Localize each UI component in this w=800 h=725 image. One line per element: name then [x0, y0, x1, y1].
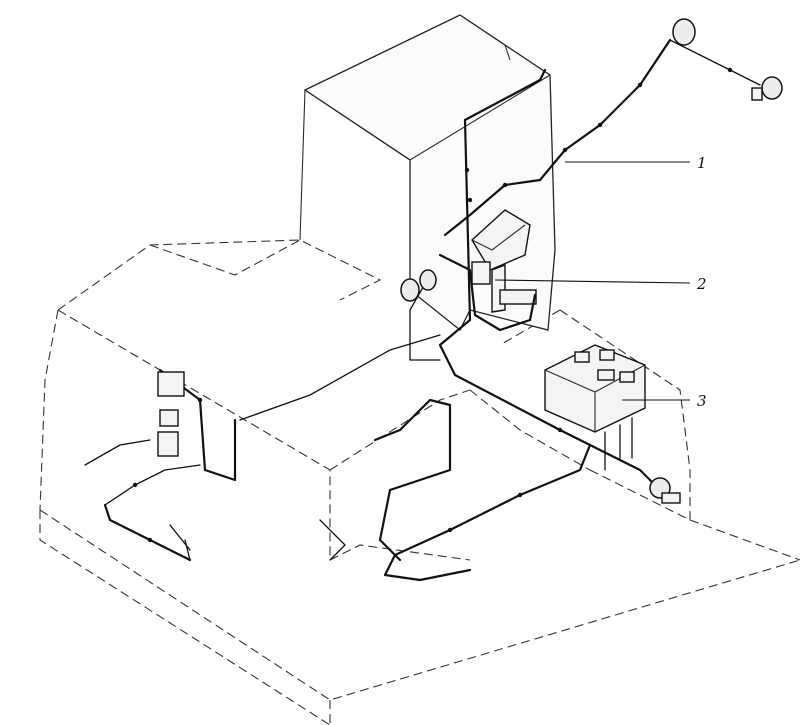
leader-line-2 [494, 279, 691, 284]
cab-lamp-right-icon [419, 269, 437, 291]
callout-2: 2 [696, 275, 707, 293]
callout-1: 1 [697, 154, 707, 172]
front-lamp-icon [672, 18, 696, 46]
side-lamp-icon [761, 76, 783, 100]
relay-box-lower [157, 431, 179, 457]
relay-box-upper [157, 371, 185, 397]
machine-body-outline [39, 239, 800, 725]
wiring-harness [84, 38, 761, 582]
battery-box [544, 344, 646, 471]
callout-3: 3 [697, 392, 707, 410]
cab-lamp-left-icon [400, 278, 420, 302]
control-pedestal [471, 209, 537, 313]
lamps [157, 18, 783, 504]
